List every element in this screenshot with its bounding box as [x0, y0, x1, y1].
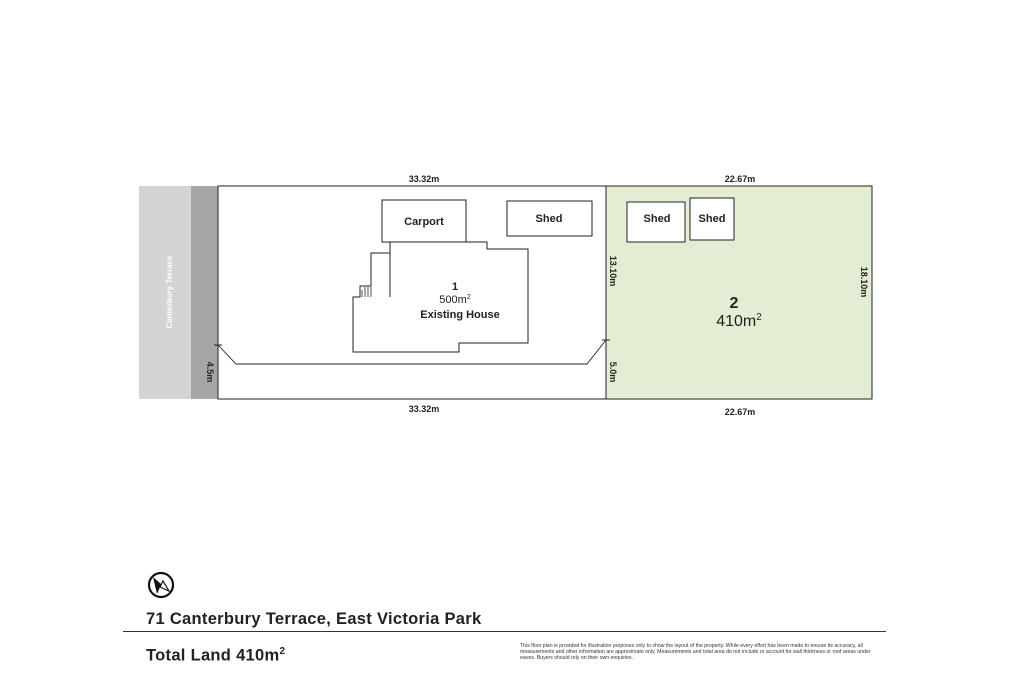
- carport: [381, 199, 467, 243]
- lot-1-right-upper-dimension: 13.10m: [608, 256, 618, 287]
- lot-1-bottom-dimension: 33.32m: [409, 404, 440, 414]
- lot-1-area: 500m2: [439, 294, 471, 306]
- lot-2-shed-a: [626, 201, 686, 243]
- property-address: 71 Canterbury Terrace, East Victoria Par…: [146, 610, 482, 628]
- lot-2-bottom-dimension: 22.67m: [725, 407, 756, 417]
- verge-strip: [191, 186, 218, 399]
- lot-1-number: 1: [452, 281, 458, 293]
- house-steps: [361, 252, 390, 297]
- footer-divider: [123, 631, 886, 632]
- lot-2-area: 410m2: [716, 312, 762, 330]
- lot-2-shed-b-label: Shed: [699, 213, 726, 225]
- lot-2-shed-a-label: Shed: [644, 213, 671, 225]
- total-land-text: Total Land 410m: [146, 646, 280, 665]
- total-land: Total Land 410m2: [146, 646, 285, 666]
- access-line: [217, 339, 607, 365]
- lot-1-left-dimension: 4.5m: [205, 362, 215, 383]
- lot-2-number: 2: [730, 295, 739, 312]
- lot-1-shed-label: Shed: [536, 213, 563, 225]
- carport-label: Carport: [404, 216, 444, 228]
- lot-2-top-dimension: 22.67m: [725, 174, 756, 184]
- street-name: Canterbury Terrace: [165, 255, 174, 329]
- lot-2-shed-b: [689, 197, 735, 241]
- lot-2-right-dimension: 18.10m: [859, 267, 869, 298]
- street-strip: [139, 186, 191, 399]
- lot-1-shed: [506, 200, 593, 237]
- lot-1-description: Existing House: [420, 309, 499, 321]
- lot-1-right-lower-dimension: 5.0m: [608, 362, 618, 383]
- north-arrow-icon: [147, 571, 175, 599]
- disclaimer: This floor plan is provided for illustra…: [520, 643, 871, 662]
- lot-1-top-dimension: 33.32m: [409, 174, 440, 184]
- total-land-sup: 2: [279, 646, 286, 657]
